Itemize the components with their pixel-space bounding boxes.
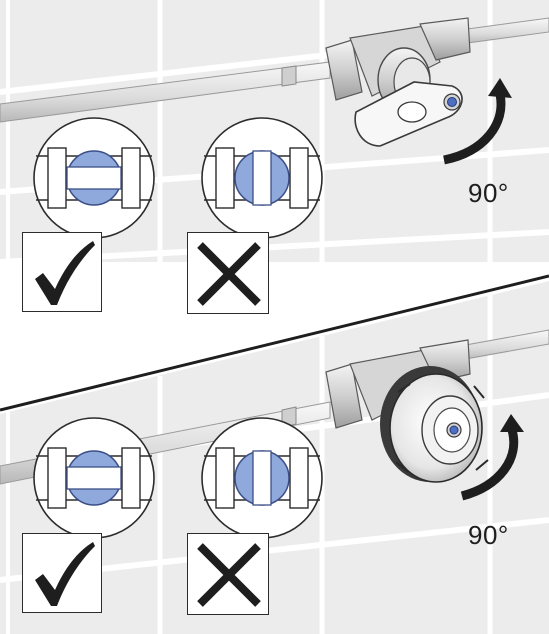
bottom-correct-ball-detail — [33, 417, 155, 539]
top-correct-ball-detail — [33, 117, 155, 239]
panel-divider — [0, 274, 549, 412]
top-rotation-label: 90° — [468, 178, 509, 208]
top-pipe — [0, 17, 549, 123]
bottom-knob-handle — [380, 366, 489, 483]
bottom-correct-indicator — [22, 533, 102, 613]
cross-icon — [197, 242, 261, 306]
top-correct-indicator — [22, 232, 102, 312]
bottom-rotation-label: 90° — [468, 520, 509, 550]
bottom-incorrect-ball-detail — [201, 417, 323, 539]
check-icon — [35, 542, 95, 606]
cross-icon — [197, 543, 261, 607]
check-icon — [35, 241, 95, 305]
top-incorrect-ball-detail — [201, 117, 323, 239]
top-lever-handle — [354, 81, 463, 147]
bottom-incorrect-indicator — [187, 533, 269, 615]
bottom-rotation-arrow-icon — [460, 414, 524, 501]
top-rotation-arrow-icon — [443, 78, 512, 165]
top-incorrect-indicator — [187, 232, 269, 314]
